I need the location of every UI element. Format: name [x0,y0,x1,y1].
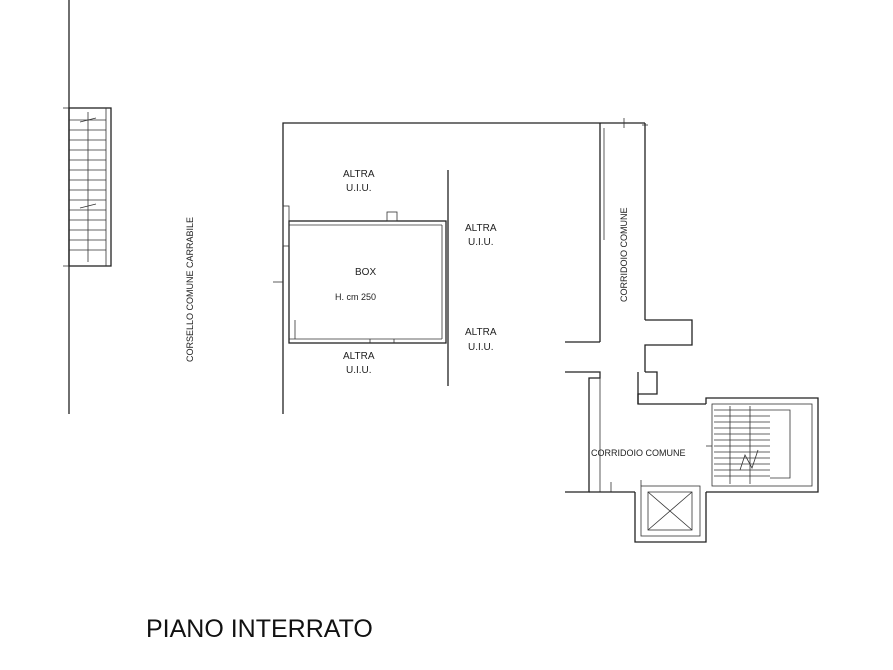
box-room [282,205,447,344]
box-height: H. cm 250 [335,292,376,302]
corridor-horizontal-label: CORRIDOIO COMUNE [591,448,686,458]
other-unit-top-label: ALTRA [343,169,375,180]
other-unit-right-top-sublabel: U.I.U. [468,237,494,248]
driveway-label: CORSELLO COMUNE CARRABILE [185,217,195,362]
other-unit-right-bottom-label: ALTRA [465,327,497,338]
other-unit-bottom-sublabel: U.I.U. [346,365,372,376]
corridor-walls [565,118,706,493]
left-staircase [63,107,112,267]
building-walls [273,122,645,414]
right-staircase [589,397,819,493]
other-unit-right-bottom-sublabel: U.I.U. [468,342,494,353]
other-unit-top-sublabel: U.I.U. [346,183,372,194]
other-unit-right-top-label: ALTRA [465,223,497,234]
other-unit-bottom-label: ALTRA [343,351,375,362]
box-title: BOX [355,267,376,278]
plan-title: PIANO INTERRATO [146,615,373,643]
elevator-shaft [634,480,707,543]
corridor-vertical-label: CORRIDOIO COMUNE [619,208,629,303]
